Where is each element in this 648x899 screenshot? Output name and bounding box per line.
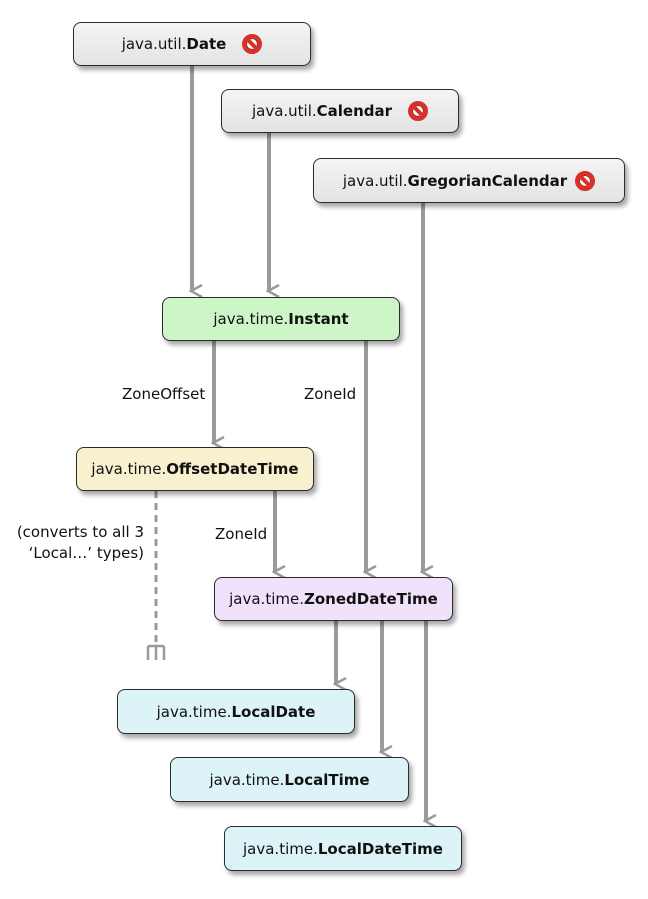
node-java-util-date: java.util.Date bbox=[73, 22, 311, 66]
edge-label-zoneid-offset: ZoneId bbox=[215, 525, 268, 543]
node-package: java.time. bbox=[213, 310, 289, 328]
node-class: GregorianCalendar bbox=[407, 171, 568, 190]
node-class: Calendar bbox=[316, 102, 393, 120]
node-package: java.util. bbox=[121, 35, 187, 53]
node-class: LocalDate bbox=[231, 702, 316, 721]
forbidden-sign-icon bbox=[408, 101, 429, 121]
forbidden-sign-icon bbox=[575, 170, 596, 191]
node-java-util-gregoriancalendar: java.util.GregorianCalendar bbox=[313, 158, 625, 203]
forbidden-sign-icon bbox=[242, 34, 263, 54]
edge-label-zoneoffset: ZoneOffset bbox=[122, 385, 206, 403]
node-java-time-localdatetime: java.time.LocalDateTime bbox=[224, 826, 462, 871]
node-java-time-offsetdatetime: java.time.OffsetDateTime bbox=[76, 447, 314, 491]
node-java-time-localdate: java.time.LocalDate bbox=[117, 689, 355, 734]
node-class: LocalDateTime bbox=[317, 839, 443, 858]
node-class: LocalTime bbox=[284, 770, 370, 789]
node-package: java.util. bbox=[342, 171, 408, 190]
node-java-util-calendar: java.util.Calendar bbox=[221, 89, 459, 133]
node-java-time-instant: java.time.Instant bbox=[162, 297, 400, 341]
note-line-2: ‘Local…’ types) bbox=[28, 544, 144, 562]
node-package: java.time. bbox=[243, 839, 318, 858]
node-package: java.time. bbox=[209, 770, 285, 789]
node-class: Date bbox=[186, 35, 227, 53]
node-class: Instant bbox=[288, 310, 349, 328]
node-package: java.time. bbox=[229, 590, 304, 608]
note-line-1: (converts to all 3 bbox=[16, 523, 144, 541]
node-package: java.util. bbox=[251, 102, 317, 120]
local-types-note: (converts to all 3 ‘Local…’ types) bbox=[12, 522, 144, 564]
edge-label-zoneid-instant: ZoneId bbox=[304, 385, 357, 403]
trident-arrow-icon bbox=[146, 644, 166, 660]
node-class: OffsetDateTime bbox=[166, 460, 299, 478]
node-java-time-zoneddatetime: java.time.ZonedDateTime bbox=[214, 577, 453, 621]
node-package: java.time. bbox=[91, 460, 167, 478]
node-class: ZonedDateTime bbox=[303, 590, 438, 608]
node-package: java.time. bbox=[156, 702, 232, 721]
node-java-time-localtime: java.time.LocalTime bbox=[170, 757, 409, 802]
